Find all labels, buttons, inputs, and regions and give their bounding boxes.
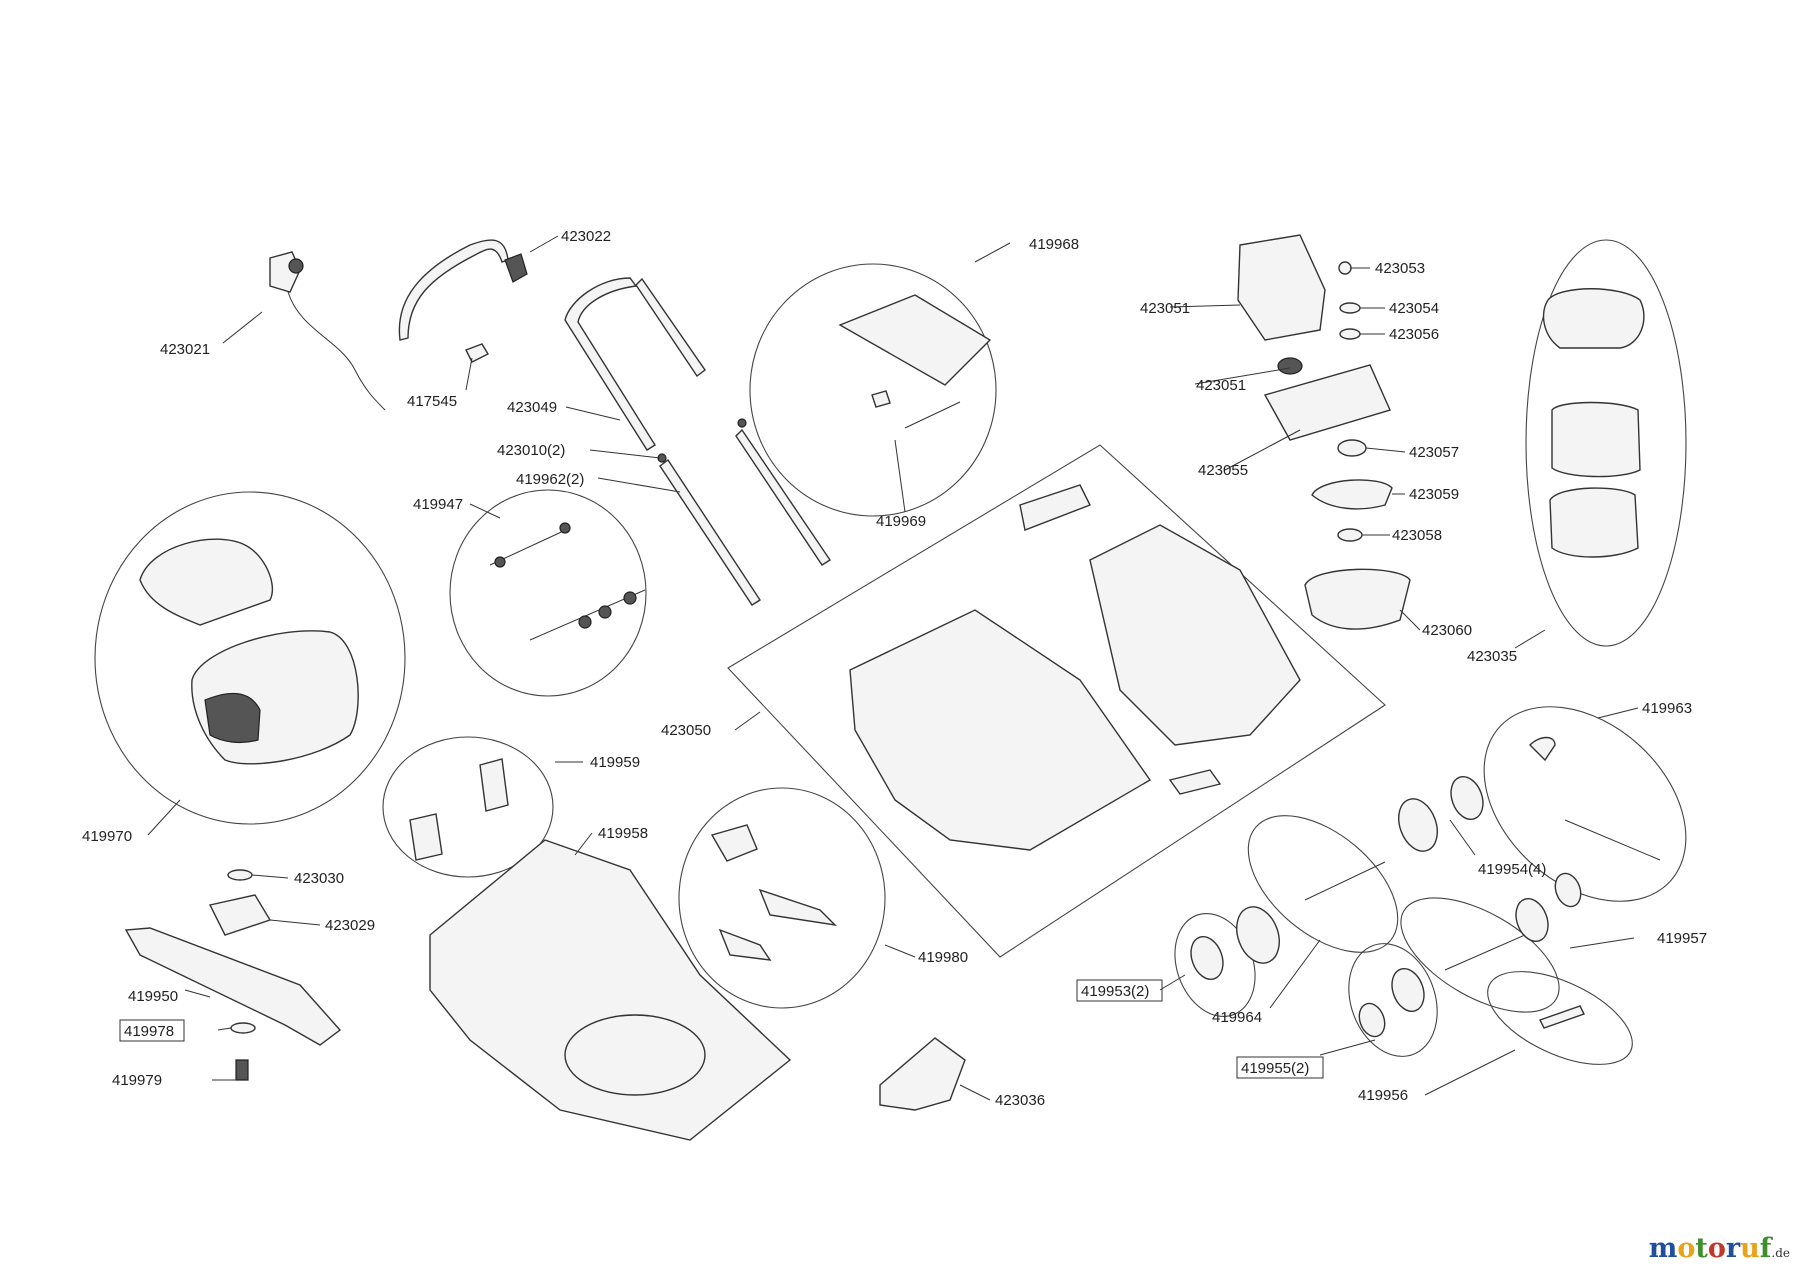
mower-deck-drawing: [429, 839, 792, 1141]
upper-housing-drawing: [849, 484, 1301, 851]
label-423030: 423030: [294, 870, 344, 887]
group-423050-box: [727, 444, 1386, 958]
label-419970: 419970: [82, 828, 132, 845]
label-423021: 423021: [160, 341, 210, 358]
group-419980-circle: [678, 787, 886, 1009]
group-419955-ellipse: [1348, 943, 1438, 1057]
cam-assembly-drawing: [489, 522, 646, 641]
grass-bag-drawing: [139, 538, 359, 765]
label-423050: 423050: [661, 722, 711, 739]
group-419964-ellipse: [1247, 815, 1399, 953]
label-423054: 423054: [1389, 300, 1439, 317]
label-417545: 417545: [407, 393, 457, 410]
part-drawings: [124, 234, 1661, 1141]
label-box-419955: [1236, 1056, 1324, 1079]
group-419956-ellipse: [1487, 971, 1633, 1065]
label-423036: 423036: [995, 1092, 1045, 1109]
leader-lines: [147, 235, 1639, 1101]
upper-handle-drawing: [398, 239, 528, 341]
label-423053: 423053: [1375, 260, 1425, 277]
flap-parts-drawing: [710, 824, 838, 961]
motor-assembly-drawing: [1237, 234, 1411, 630]
switch-box-drawing: [269, 251, 386, 411]
label-419947: 419947: [413, 496, 463, 513]
group-423035-ellipse: [1525, 239, 1687, 647]
label-423051-a: 423051: [1140, 300, 1190, 317]
logo-letter-o1: o: [1677, 1233, 1696, 1264]
label-419957: 419957: [1657, 930, 1707, 947]
label-423051-b: 423051: [1196, 377, 1246, 394]
blade-drawing: [124, 869, 342, 1081]
label-423060: 423060: [1422, 622, 1472, 639]
mulch-plug-drawing: [879, 1037, 966, 1111]
battery-housing-drawing: [1542, 288, 1645, 558]
logo-letter-r: r: [1725, 1233, 1741, 1264]
logo-suffix: .de: [1771, 1246, 1790, 1260]
logo-letter-f: f: [1759, 1233, 1772, 1264]
label-419958: 419958: [598, 825, 648, 842]
label-423022: 423022: [561, 228, 611, 245]
group-419947-circle: [449, 489, 647, 697]
logo-letter-o2: o: [1707, 1233, 1726, 1264]
label-419956: 419956: [1358, 1087, 1408, 1104]
label-423049: 423049: [507, 399, 557, 416]
label-423010: 423010(2): [497, 442, 565, 459]
label-419979: 419979: [112, 1072, 162, 1089]
label-423056: 423056: [1389, 326, 1439, 343]
label-419980: 419980: [918, 949, 968, 966]
lever-parts-drawing: [409, 758, 509, 861]
logo-letter-t: t: [1695, 1233, 1708, 1264]
logo-letter-m: m: [1648, 1233, 1678, 1264]
label-419954: 419954(4): [1478, 861, 1546, 878]
cable-clip-drawing: [465, 343, 489, 363]
wheels-drawing: [1190, 736, 1661, 1038]
label-419963: 419963: [1642, 700, 1692, 717]
label-419978: 419978: [124, 1023, 174, 1040]
label-419959: 419959: [590, 754, 640, 771]
label-423059: 423059: [1409, 486, 1459, 503]
label-419955: 419955(2): [1241, 1060, 1309, 1077]
cable-cover-drawing: [838, 294, 992, 429]
part-labels: 423021 423022 417545 423049 423010(2) 41…: [82, 228, 1707, 1109]
label-419969: 419969: [876, 513, 926, 530]
label-419950: 419950: [128, 988, 178, 1005]
label-419968: 419968: [1029, 236, 1079, 253]
logo-letter-u: u: [1740, 1233, 1760, 1264]
label-419953: 419953(2): [1081, 983, 1149, 1000]
label-box-419978: [119, 1019, 185, 1042]
group-419970-circle: [94, 491, 406, 825]
label-423029: 423029: [325, 917, 375, 934]
label-423055: 423055: [1198, 462, 1248, 479]
label-423057: 423057: [1409, 444, 1459, 461]
label-423035: 423035: [1467, 648, 1517, 665]
label-box-419953: [1076, 979, 1163, 1002]
label-419962: 419962(2): [516, 471, 584, 488]
motoruf-logo: motoruf.de: [1649, 1233, 1790, 1264]
group-419968-circle: [749, 263, 997, 517]
main-handle-drawing: [564, 277, 831, 606]
label-423058: 423058: [1392, 527, 1442, 544]
group-419957-ellipse: [1400, 897, 1560, 1013]
label-419964: 419964: [1212, 1009, 1262, 1026]
group-419959-ellipse: [382, 736, 554, 878]
group-419963-ellipse: [1483, 706, 1687, 902]
